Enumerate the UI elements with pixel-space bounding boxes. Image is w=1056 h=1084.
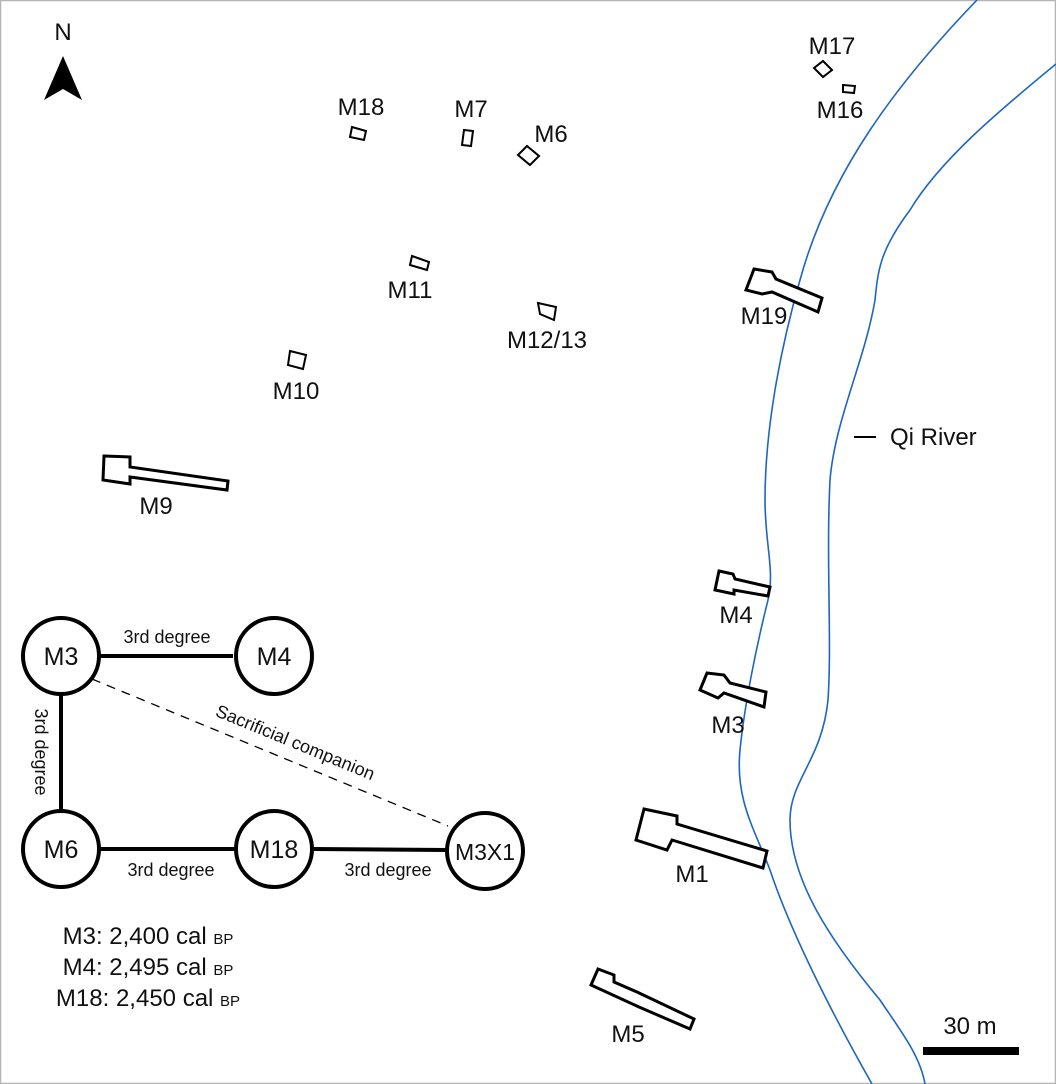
node-label: M3X1	[455, 839, 515, 865]
tomb-M9[interactable]: M9	[101, 454, 230, 520]
scale-bar-label: 30 m	[943, 1013, 996, 1040]
edge-M3-M3X1	[91, 678, 449, 827]
tomb-M4[interactable]: M4	[713, 569, 772, 629]
tomb-M11[interactable]: M11	[388, 254, 433, 304]
node-label: M18	[250, 836, 299, 864]
date-line: M3: 2,400 cal BP	[63, 923, 234, 950]
tomb-label: M5	[611, 1021, 644, 1048]
tomb-label: M19	[741, 303, 788, 330]
edge-label: 3rd degree	[344, 860, 431, 880]
tomb-label: M10	[273, 378, 320, 405]
kinship-node-M3X1: M3X1	[445, 811, 525, 891]
tomb-label: M16	[817, 97, 864, 124]
tomb-M3[interactable]: M3	[698, 671, 768, 739]
tomb-label: M1	[675, 861, 708, 888]
qi-river: Qi River	[738, 0, 1056, 1084]
edge-label: Sacrificial companion	[213, 701, 378, 784]
tomb-M18[interactable]: M18	[338, 94, 385, 142]
tomb-M6[interactable]: M6	[516, 121, 568, 167]
tomb-label: M12/13	[507, 327, 587, 354]
radiocarbon-dates: M3: 2,400 cal BP M4: 2,495 cal BP M18: 2…	[56, 923, 240, 1012]
tomb-M7[interactable]: M7	[454, 96, 488, 148]
node-label: M4	[257, 643, 292, 671]
kinship-node-M4: M4	[234, 616, 314, 696]
tomb-label: M3	[711, 712, 744, 739]
tomb-M10[interactable]: M10	[273, 349, 320, 405]
tomb-M16[interactable]: M16	[817, 83, 864, 124]
tomb-label: M11	[388, 277, 433, 304]
kinship-node-M3: M3	[21, 616, 101, 696]
node-label: M3	[44, 643, 79, 671]
north-arrow-icon: N	[44, 19, 82, 100]
tomb-label: M6	[534, 121, 567, 148]
tomb-label: M4	[719, 602, 752, 629]
tomb-M5[interactable]: M5	[589, 967, 696, 1048]
north-label: N	[54, 19, 71, 46]
tomb-label: M7	[454, 96, 487, 123]
edge-label: 3rd degree	[123, 627, 210, 647]
tomb-label: M18	[338, 94, 385, 121]
river-bank-east	[789, 63, 1056, 1084]
tomb-M12-13[interactable]: M12/13	[507, 301, 587, 354]
river-bank-west	[738, 0, 978, 1084]
tomb-M19[interactable]: M19	[741, 267, 824, 330]
edge-M18-M3X1	[313, 847, 447, 852]
node-label: M6	[44, 836, 79, 864]
edge-label: 3rd degree	[127, 860, 214, 880]
tomb-M17[interactable]: M17	[809, 33, 856, 79]
kinship-node-M18: M18	[234, 809, 314, 889]
scale-bar: 30 m	[923, 1013, 1019, 1055]
edge-label: 3rd degree	[31, 708, 51, 795]
scale-bar-line	[923, 1047, 1019, 1055]
tomb-label: M9	[139, 493, 172, 520]
kinship-node-M6: M6	[21, 809, 101, 889]
kinship-diagram: 3rd degree 3rd degree 3rd degree 3rd deg…	[21, 616, 525, 891]
tomb-label: M17	[809, 33, 856, 60]
date-line: M18: 2,450 cal BP	[56, 985, 240, 1012]
river-label: Qi River	[890, 424, 977, 451]
tomb-M1[interactable]: M1	[634, 807, 769, 888]
date-line: M4: 2,495 cal BP	[63, 954, 234, 981]
